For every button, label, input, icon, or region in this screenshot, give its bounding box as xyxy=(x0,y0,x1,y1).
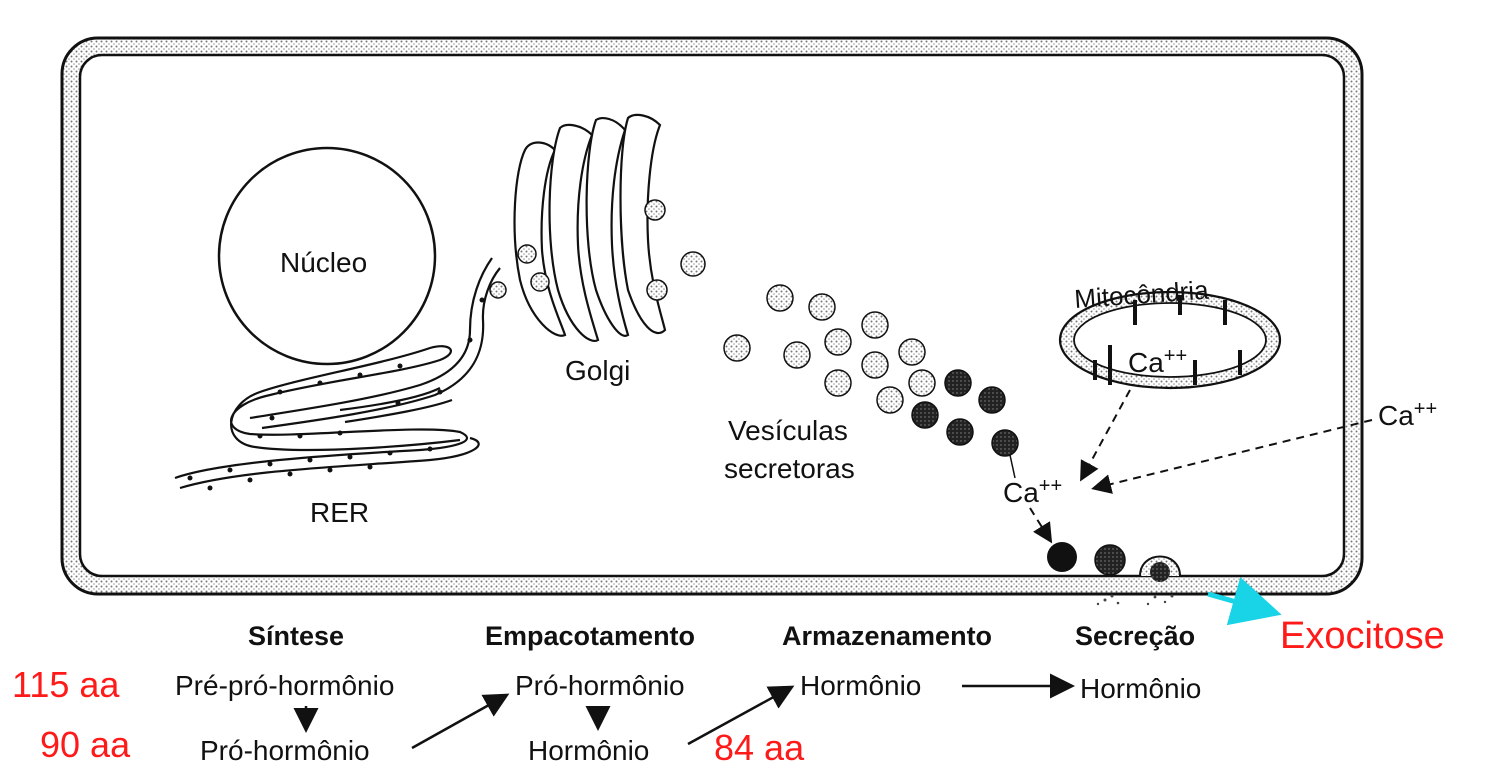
stage-packaging: Empacotamento xyxy=(485,621,695,651)
golgi-bud xyxy=(647,280,667,300)
aa-count-preprohormone: 115 aa xyxy=(12,664,120,705)
exocytosis-label: Exocitose xyxy=(1280,615,1445,657)
ca-ext-text: Ca xyxy=(1378,400,1414,431)
rer-label: RER xyxy=(310,497,369,528)
nucleus-label: Núcleo xyxy=(280,247,367,278)
process-arrows xyxy=(306,686,1070,748)
stage-storage: Armazenamento xyxy=(782,621,992,651)
product-prohormone-synthesis: Pró-hormônio xyxy=(200,735,370,766)
ca-extracellular-label: Ca++ xyxy=(1378,398,1437,431)
vesicles-label-line1: Vesículas xyxy=(728,415,848,446)
stage-synthesis: Síntese xyxy=(248,621,344,651)
golgi-label: Golgi xyxy=(565,355,630,386)
released-granules xyxy=(1097,595,1174,606)
product-hormone-packaging: Hormônio xyxy=(528,735,649,766)
stage-secretion: Secreção xyxy=(1075,621,1195,651)
aa-count-hormone: 84 aa xyxy=(714,727,805,768)
aa-count-prohormone: 90 aa xyxy=(40,724,131,765)
golgi-bud xyxy=(645,200,665,220)
ca-ext-sup: ++ xyxy=(1414,398,1437,420)
exocytosis-arrow xyxy=(1208,594,1272,612)
ca-center-sup: ++ xyxy=(1039,475,1062,497)
ca-mito-text: Ca xyxy=(1128,347,1164,378)
product-hormone-secretion: Hormônio xyxy=(1080,673,1201,704)
ca-mito-sup: ++ xyxy=(1164,345,1187,367)
product-prohormone-packaging: Pró-hormônio xyxy=(515,670,685,701)
product-preprohormone: Pré-pró-hormônio xyxy=(175,670,394,701)
vesicles-label-line2: secretoras xyxy=(724,453,855,484)
product-hormone-storage: Hormônio xyxy=(800,670,921,701)
ca-center-text: Ca xyxy=(1003,477,1039,508)
